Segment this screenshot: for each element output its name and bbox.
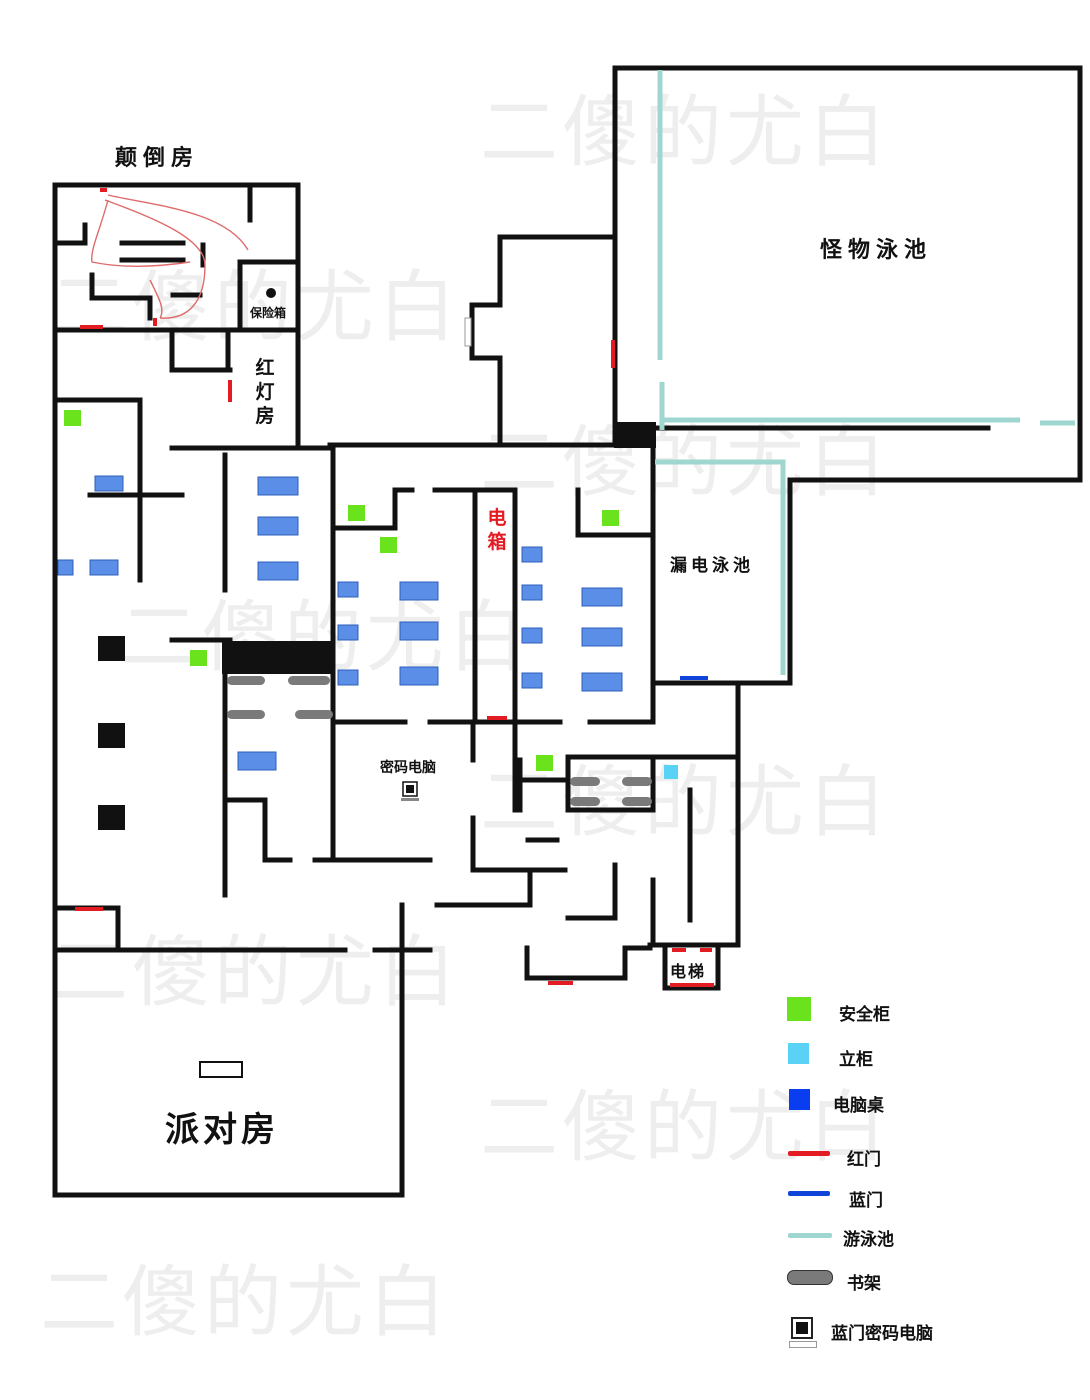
safety-cabinet [348, 505, 365, 521]
bookshelf [622, 777, 652, 786]
computer-desk [257, 561, 299, 581]
electric-box-char-1: 电 [487, 507, 507, 529]
computer-desk [94, 475, 124, 492]
computer-desk [581, 587, 623, 607]
legend-item-blue-door: 蓝门 [785, 1185, 1075, 1215]
standing-cabinet [664, 765, 678, 779]
computer-desk [581, 627, 623, 647]
computer-desk [337, 624, 359, 641]
computer-desk [521, 627, 543, 644]
legend-item-swimming-pool: 游泳池 [785, 1223, 1075, 1253]
room-label-monster-pool: 怪物泳池 [820, 238, 933, 263]
bookshelf [227, 710, 265, 719]
computer-desk [337, 669, 359, 686]
computer-desk [521, 584, 543, 601]
password-computer-icon [401, 781, 419, 801]
computer-desk [521, 672, 543, 689]
computer-desk-icon [789, 1089, 810, 1110]
blue-door-pc-icon [791, 1317, 813, 1339]
black-blocks [98, 422, 656, 830]
computer-desk [89, 559, 119, 576]
legend-label: 蓝门 [849, 1191, 883, 1211]
legend-item-standing-cabinet: 立柜 [785, 1041, 1075, 1071]
swimming-pool-icon [788, 1233, 832, 1238]
computer-desk [337, 581, 359, 598]
bookshelf [622, 797, 652, 806]
legend-label: 红门 [847, 1150, 881, 1170]
standing-cabinet-icon [788, 1043, 809, 1064]
label-password-pc: 密码电脑 [380, 760, 436, 776]
red-doors [75, 188, 714, 987]
safety-cabinet-icon [787, 997, 811, 1021]
pc-keyboard-icon [789, 1341, 817, 1348]
room-label-electric-box: 电 箱 [486, 506, 508, 554]
computer-desk [57, 559, 74, 576]
safety-cabinet [190, 650, 207, 666]
safety-cabinet [380, 537, 397, 553]
red-light-char-2: 灯 [255, 381, 275, 403]
electric-box-char-2: 箱 [487, 531, 507, 553]
computer-desk [399, 581, 439, 601]
bookshelf [570, 797, 600, 806]
red-light-char-1: 红 [255, 357, 275, 379]
label-safe: 保险箱 [250, 306, 287, 320]
room-label-elevator: 电梯 [670, 962, 707, 981]
legend-label: 电脑桌 [833, 1096, 884, 1116]
legend-item-safety-cabinet: 安全柜 [785, 995, 1075, 1025]
legend-item-computer-desk: 电脑桌 [785, 1088, 1075, 1118]
legend-item-bookshelf: 书架 [785, 1267, 1075, 1297]
party-room-marker [199, 1061, 243, 1078]
red-light-char-3: 房 [255, 405, 275, 427]
bookshelf [227, 676, 265, 685]
room-label-electric-pool: 漏电泳池 [670, 556, 754, 576]
bookshelves [227, 676, 652, 806]
legend-label: 蓝门密码电脑 [831, 1324, 933, 1344]
legend-label: 书架 [847, 1274, 881, 1294]
bookshelf [570, 777, 600, 786]
legend-label: 游泳池 [843, 1230, 894, 1250]
legend-item-red-door: 红门 [785, 1143, 1075, 1173]
room-label-party: 派对房 [165, 1110, 279, 1150]
computer-desks [57, 475, 623, 771]
red-door-icon [788, 1151, 830, 1156]
safety-cabinet [64, 410, 81, 426]
bookshelf [295, 710, 333, 719]
safety-cabinets [64, 410, 619, 771]
pool-lines [655, 70, 1075, 675]
pc-screen-icon [796, 1322, 808, 1334]
small-marker [464, 317, 472, 347]
computer-desk [237, 751, 277, 771]
room-label-diandao: 颠倒房 [115, 146, 200, 171]
route-scribble [91, 194, 249, 319]
legend-label: 安全柜 [839, 1005, 890, 1025]
room-label-red-light: 红 灯 房 [254, 356, 276, 428]
computer-desk [399, 666, 439, 686]
safety-cabinet [536, 755, 553, 771]
blue-door-icon [788, 1191, 830, 1196]
computer-desk [257, 516, 299, 536]
computer-desk [257, 476, 299, 496]
computer-desk [581, 672, 623, 692]
legend-item-blue-door-pc: 蓝门密码电脑 [785, 1315, 1075, 1348]
computer-desk [521, 546, 543, 563]
computer-desk [399, 621, 439, 641]
safety-cabinet [602, 510, 619, 526]
legend-label: 立柜 [839, 1050, 873, 1070]
bookshelf [288, 676, 330, 685]
walls [52, 65, 1083, 1198]
bookshelf-icon [787, 1270, 833, 1285]
safe-dot [266, 288, 276, 298]
